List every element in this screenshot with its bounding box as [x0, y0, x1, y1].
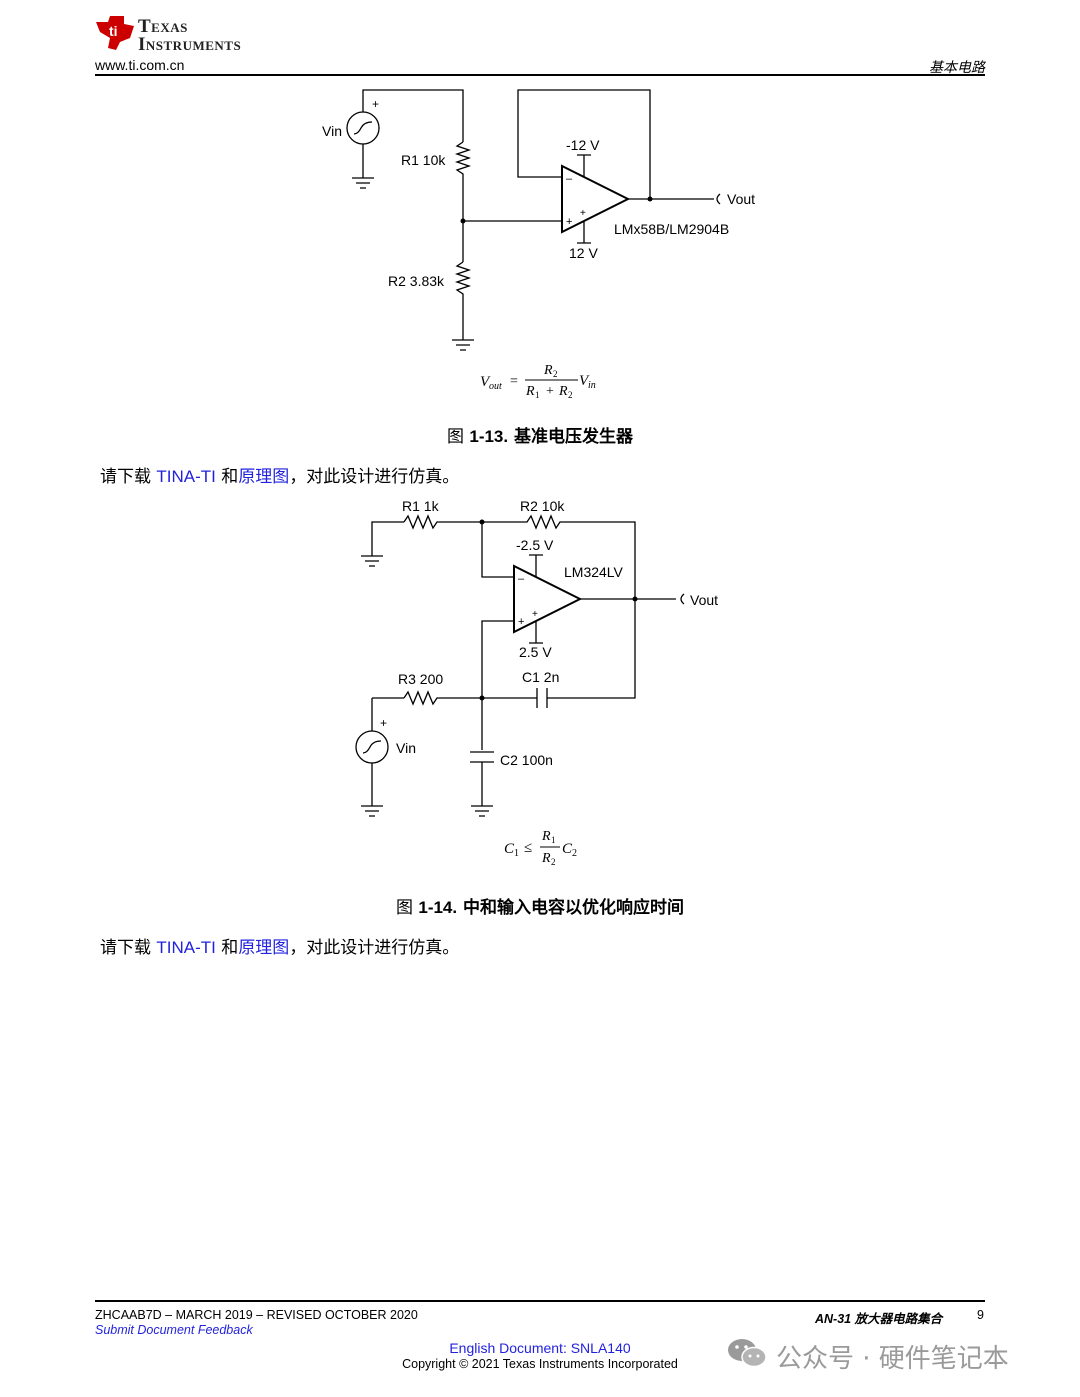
ti-logo: ti Texas Instruments [92, 10, 292, 60]
tina-ti-link[interactable]: TINA-TI [156, 467, 216, 486]
svg-text:ti: ti [109, 23, 118, 39]
svg-text:2: 2 [553, 369, 558, 379]
english-doc-link[interactable]: English Document: SNLA140 [449, 1340, 631, 1356]
opamp-icon [561, 164, 631, 234]
footer-doc-id: ZHCAAB7D – MARCH 2019 – REVISED OCTOBER … [95, 1308, 418, 1322]
paragraph-1: 请下载 TINA-TI 和原理图，对此设计进行仿真。 [100, 467, 460, 487]
footer-rule [95, 1300, 985, 1302]
fig13-pos-supply: 12 V [569, 245, 598, 261]
wechat-icon [728, 1339, 767, 1368]
fig13-r2-label: R2 3.83k [388, 273, 445, 289]
fig14-opamp-minus: – [518, 573, 525, 585]
svg-text:2: 2 [572, 848, 577, 859]
footer-doc-title: AN-31 放大器电路集合 [815, 1312, 943, 1326]
fig13-vout-label: Vout [727, 191, 755, 207]
r2-resistor-icon [482, 514, 636, 599]
fig14-equation: C 1 ≤ R 1 R 2 C 2 [504, 829, 577, 867]
brand-line2: Instruments [138, 34, 242, 55]
r3-resistor-icon [403, 690, 482, 706]
fig13-opamp-plus: + [566, 216, 572, 228]
paragraph-2: 请下载 TINA-TI 和原理图，对此设计进行仿真。 [100, 938, 460, 958]
fig14-neg-supply: -2.5 V [516, 537, 554, 553]
website-link[interactable]: www.ti.com.cn [95, 57, 185, 73]
fig14-vout-label: Vout [690, 592, 718, 608]
fig13-opamp-plus2: + [580, 208, 586, 219]
vin-source-icon [355, 730, 389, 764]
section-title: 基本电路 [929, 61, 985, 76]
svg-text:1: 1 [514, 848, 519, 859]
fig14-vin-plus: + [380, 716, 387, 730]
svg-text:R: R [525, 384, 535, 399]
svg-text:1: 1 [535, 390, 540, 400]
watermark-text: 公众号 · 硬件笔记本 [776, 1344, 1009, 1374]
ti-logo-icon: ti [96, 16, 134, 50]
svg-text:V: V [579, 373, 590, 389]
fig13-equation: V out = R 2 R 1 + R 2 V in [480, 363, 596, 400]
figure-13-caption: 图 1-13. 基准电压发生器 [446, 427, 634, 447]
fig13-vin-plus: + [372, 97, 379, 111]
svg-text:R: R [541, 829, 551, 844]
fig14-pos-supply: 2.5 V [519, 644, 552, 660]
svg-text:R: R [541, 851, 551, 866]
copyright: Copyright © 2021 Texas Instruments Incor… [402, 1357, 678, 1371]
svg-text:in: in [588, 380, 596, 391]
svg-text:C: C [562, 841, 573, 857]
schematic-link[interactable]: 原理图 [238, 938, 290, 958]
svg-text:2: 2 [568, 390, 573, 400]
fig14-opamp-plus2: + [532, 609, 538, 620]
svg-text:V: V [480, 374, 491, 390]
page-number: 9 [977, 1308, 984, 1322]
r1-resistor-icon [454, 141, 472, 262]
tina-ti-link[interactable]: TINA-TI [156, 938, 216, 957]
fig14-opamp-label: LM324LV [564, 564, 624, 580]
fig14-c2-label: C2 100n [500, 752, 553, 768]
r2-resistor-icon [454, 261, 472, 340]
fig14-c1-label: C1 2n [522, 669, 559, 685]
opamp-icon [513, 564, 583, 634]
header-rule [95, 74, 985, 76]
schematic-link[interactable]: 原理图 [238, 467, 290, 487]
fig14-r3-label: R3 200 [398, 671, 443, 687]
fig13-r1-label: R1 10k [401, 152, 446, 168]
vin-source-icon [346, 111, 380, 145]
svg-text:=: = [510, 374, 518, 389]
figure-14-caption: 图 1-14. 中和输入电容以优化响应时间 [395, 898, 685, 918]
figure-13-schematic: Vin + R1 10k R2 3.83k -12 V 12 V Vout LM… [322, 89, 755, 400]
fig14-r1-label: R1 1k [402, 498, 440, 514]
c1-capacitor-icon [536, 688, 548, 708]
c2-capacitor-icon [470, 751, 494, 763]
svg-text:C: C [504, 841, 515, 857]
fig14-opamp-plus: + [518, 616, 524, 628]
svg-text:R: R [558, 384, 568, 399]
fig13-vin-label: Vin [322, 123, 342, 139]
brand-line1: Texas [138, 16, 188, 37]
svg-text:2: 2 [551, 857, 556, 867]
submit-feedback-link[interactable]: Submit Document Feedback [95, 1323, 253, 1337]
fig14-vin-label: Vin [396, 740, 416, 756]
svg-text:≤: ≤ [524, 840, 532, 856]
figure-14-schematic: R1 1k R2 10k -2.5 V LM324LV Vout 2.5 V R… [355, 498, 718, 867]
fig13-opamp-minus: – [566, 173, 573, 185]
r1-resistor-icon [403, 514, 482, 530]
svg-text:1: 1 [551, 835, 556, 845]
fig13-neg-supply: -12 V [566, 137, 600, 153]
svg-text:out: out [489, 381, 502, 392]
fig13-opamp-label: LMx58B/LM2904B [614, 221, 729, 237]
svg-text:R: R [543, 363, 553, 378]
fig14-r2-label: R2 10k [520, 498, 565, 514]
svg-text:+: + [546, 384, 554, 399]
